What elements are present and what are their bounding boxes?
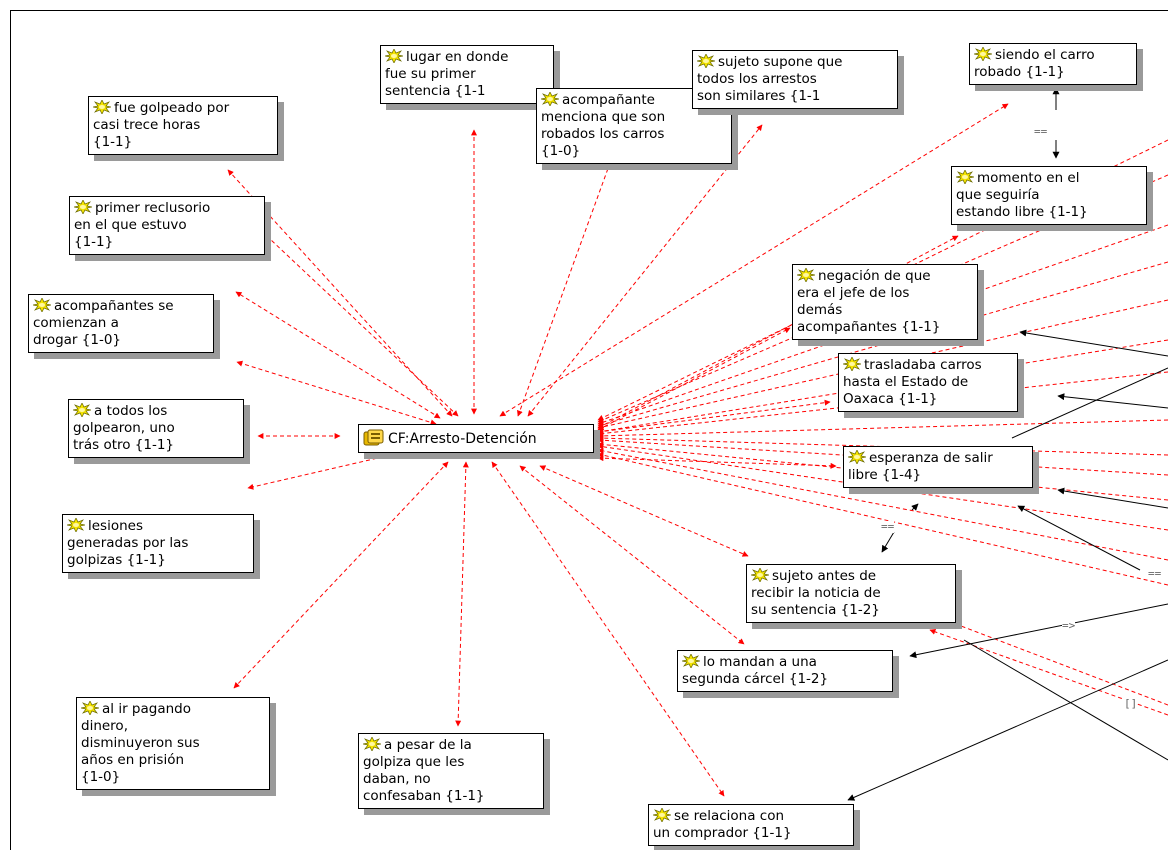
- quotation-node-todos-golpearon[interactable]: a todos los golpearon, uno trás otro {1-…: [68, 399, 244, 458]
- association-link: [539, 465, 749, 557]
- association-link: [235, 206, 459, 417]
- relation-label-equals: ==: [1148, 567, 1162, 580]
- quotation-icon: [33, 298, 51, 312]
- quotation-node-negacion[interactable]: negación de que era el jefe de los demás…: [792, 264, 978, 340]
- relation-label-equals: ==: [881, 520, 895, 533]
- quotation-icon: [697, 54, 715, 68]
- quotation-node-esperanza[interactable]: esperanza de salir libre {1-4}: [843, 446, 1033, 488]
- association-link: [527, 124, 763, 417]
- quotation-node-siendo-carro[interactable]: siendo el carro robado {1-1}: [969, 43, 1137, 85]
- association-link: [247, 450, 405, 490]
- quotation-label: esperanza de salir libre {1-4}: [848, 450, 993, 483]
- quotation-label: a pesar de la golpiza que les daban, no …: [363, 737, 485, 804]
- quotation-icon: [541, 92, 559, 106]
- quotation-node-mandan[interactable]: lo mandan a una segunda cárcel {1-2}: [677, 650, 893, 692]
- association-link: [517, 151, 615, 417]
- canvas-frame: [10, 10, 1168, 850]
- quotation-node-golpeado[interactable]: fue golpeado por casi trece horas {1-1}: [88, 96, 278, 155]
- quotation-icon: [797, 268, 815, 282]
- quotation-label: acompañante menciona que son robados los…: [541, 92, 666, 159]
- relation-link: [1057, 487, 1168, 509]
- quotation-label: lesiones generadas por las golpizas {1-1…: [67, 518, 189, 568]
- quotation-icon: [974, 47, 992, 61]
- quotation-node-lugar[interactable]: lugar en donde fue su primer sentencia {…: [380, 45, 554, 104]
- association-link: [455, 461, 469, 727]
- quotation-node-sujeto-antes[interactable]: sujeto antes de recibir la noticia de su…: [746, 564, 956, 623]
- association-link: [597, 443, 1168, 531]
- quotation-node-lesiones[interactable]: lesiones generadas por las golpizas {1-1…: [62, 514, 254, 573]
- quotation-node-acomp-drogar[interactable]: acompañantes se comienzan a drogar {1-0}: [28, 294, 214, 353]
- quotation-label: momento en el que seguiría estando libre…: [956, 170, 1088, 220]
- quotation-node-trasladaba[interactable]: trasladaba carros hasta el Estado de Oax…: [838, 353, 1018, 412]
- quotation-icon: [93, 100, 111, 114]
- relation-link: [963, 639, 1168, 761]
- quotation-icon: [843, 357, 861, 371]
- quotation-node-pagando[interactable]: al ir pagando dinero, disminuyeron sus a…: [76, 697, 270, 790]
- quotation-label: a todos los golpearon, uno trás otro {1-…: [73, 403, 175, 453]
- association-link: [597, 441, 1168, 501]
- relation-link: [881, 531, 895, 553]
- relation-link: [911, 503, 919, 511]
- relation-label-box: []: [1124, 697, 1138, 710]
- quotation-label: lugar en donde fue su primer sentencia {…: [385, 49, 509, 99]
- association-link: [499, 103, 1009, 417]
- quotation-node-momento[interactable]: momento en el que seguiría estando libre…: [951, 166, 1147, 225]
- quotation-label: al ir pagando dinero, disminuyeron sus a…: [81, 701, 200, 785]
- code-family-icon: [363, 429, 385, 447]
- association-link: [597, 419, 1168, 439]
- quotation-icon: [73, 403, 91, 417]
- quotation-node-relaciona[interactable]: se relaciona con un comprador {1-1}: [648, 804, 854, 846]
- relation-link: [1019, 329, 1168, 357]
- quotation-icon: [385, 49, 403, 63]
- relation-label-equals: ==: [1034, 125, 1048, 138]
- quotation-icon: [363, 737, 381, 751]
- association-link: [233, 461, 449, 689]
- quotation-node-acomp-menciona[interactable]: acompañante menciona que son robados los…: [536, 88, 732, 164]
- relation-label-implies: =>: [1062, 619, 1076, 632]
- code-family-node[interactable]: CF:Arresto-Detención: [358, 424, 594, 453]
- quotation-icon: [81, 701, 99, 715]
- quotation-node-primer-reclusorio[interactable]: primer reclusorio en el que estuvo {1-1}: [69, 196, 265, 255]
- quotation-icon: [848, 450, 866, 464]
- quotation-label: trasladaba carros hasta el Estado de Oax…: [843, 357, 982, 407]
- association-link: [236, 360, 437, 426]
- association-link: [597, 299, 1168, 430]
- relation-link: [1017, 505, 1141, 571]
- relation-link: [1011, 367, 1168, 439]
- quotation-label: fue golpeado por casi trece horas {1-1}: [93, 100, 230, 150]
- quotation-label: sujeto antes de recibir la noticia de su…: [751, 568, 881, 618]
- quotation-icon: [682, 654, 700, 668]
- association-link: [519, 465, 745, 645]
- quotation-label: lo mandan a una segunda cárcel {1-2}: [682, 654, 829, 687]
- association-link: [597, 261, 1168, 428]
- relation-link: [847, 659, 1168, 801]
- association-link: [939, 617, 1168, 706]
- quotation-icon: [67, 518, 85, 532]
- association-link: [597, 371, 1168, 437]
- relation-link: [909, 603, 1168, 659]
- quotation-icon: [653, 808, 671, 822]
- code-family-label: CF:Arresto-Detención: [388, 431, 537, 447]
- association-link: [597, 455, 837, 469]
- quotation-label: acompañantes se comienzan a drogar {1-0}: [33, 298, 174, 348]
- quotation-node-pesar[interactable]: a pesar de la golpiza que les daban, no …: [358, 733, 544, 809]
- association-link: [235, 291, 441, 419]
- quotation-label: siendo el carro robado {1-1}: [974, 47, 1095, 80]
- association-link: [597, 399, 831, 435]
- quotation-label: sujeto supone que todos los arrestos son…: [697, 54, 843, 104]
- quotation-label: primer reclusorio en el que estuvo {1-1}: [74, 200, 211, 250]
- relation-link: [1057, 393, 1168, 409]
- quotation-icon: [956, 170, 974, 184]
- quotation-node-sujeto-supone[interactable]: sujeto supone que todos los arrestos son…: [692, 50, 898, 109]
- quotation-label: negación de que era el jefe de los demás…: [797, 268, 941, 335]
- quotation-label: se relaciona con un comprador {1-1}: [653, 808, 792, 841]
- quotation-icon: [74, 200, 92, 214]
- quotation-icon: [751, 568, 769, 582]
- association-link: [597, 448, 1168, 561]
